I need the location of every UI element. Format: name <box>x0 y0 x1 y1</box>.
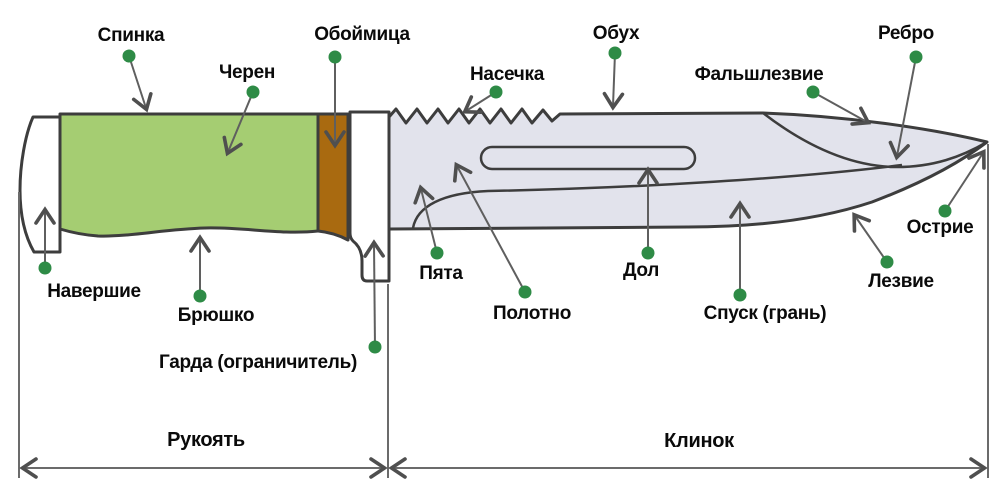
marker-dot-lezvie <box>880 255 894 269</box>
leader-arrow-ostrie <box>944 149 986 212</box>
pommel-shape <box>18 115 62 254</box>
marker-dot-nasechka <box>489 85 503 99</box>
leader-arrow-lezvie <box>852 212 888 263</box>
marker-dot-dol <box>641 246 655 260</box>
marker-dot-pyata <box>430 246 444 260</box>
leader-arrow-falshlezvie <box>812 91 872 126</box>
marker-dot-navershie <box>38 261 52 275</box>
marker-dot-obojmitsa <box>328 50 342 64</box>
marker-dot-garda <box>368 340 382 354</box>
marker-dot-bryushko <box>193 289 207 303</box>
guard-shape <box>348 110 391 283</box>
leader-arrow-polotno <box>452 161 526 293</box>
leader-arrow-spinka <box>128 55 153 113</box>
marker-dot-spusk <box>733 288 747 302</box>
fuller-groove <box>479 145 697 171</box>
grip-scales <box>58 112 320 238</box>
ferrule-band <box>316 112 350 242</box>
leader-arrow-obukh <box>602 52 625 111</box>
leader-arrow-rebro <box>888 56 917 161</box>
marker-dot-falshlezvie <box>806 85 820 99</box>
marker-dot-obukh <box>608 46 622 60</box>
annotation-layer <box>34 46 986 354</box>
leader-arrow-garda <box>363 239 385 348</box>
leader-arrow-cheren <box>222 91 254 157</box>
leader-arrow-pyata <box>413 184 438 254</box>
marker-dot-polotno <box>518 285 532 299</box>
marker-dot-cheren <box>246 85 260 99</box>
marker-dot-ostrie <box>938 204 952 218</box>
marker-dot-spinka <box>122 49 136 63</box>
marker-dot-rebro <box>909 50 923 64</box>
